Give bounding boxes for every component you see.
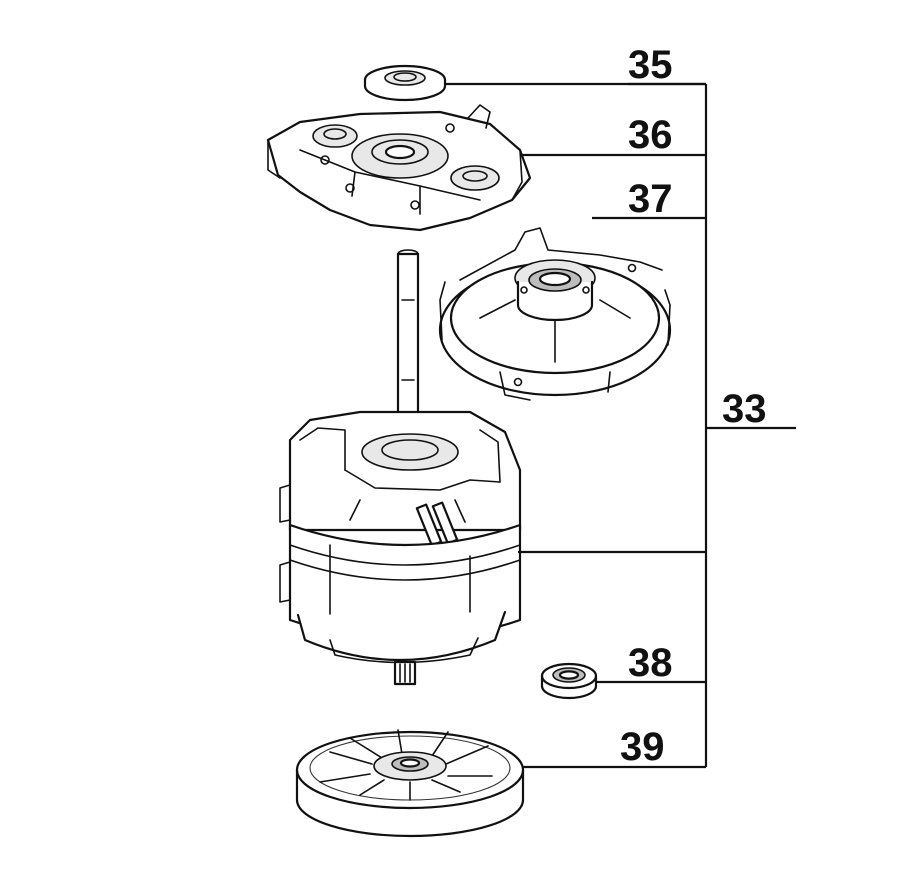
callout-labels: 35 36 37 33 38 39 (620, 43, 767, 769)
part-36-upper-housing (266, 104, 532, 232)
callout-35: 35 (628, 43, 673, 87)
part-33-motor-body (279, 249, 522, 686)
callout-36: 36 (628, 113, 673, 157)
callout-39: 39 (620, 725, 665, 769)
leader-lines (445, 82, 796, 769)
callout-38: 38 (628, 641, 673, 685)
part-37-bearing-bracket (438, 227, 672, 401)
callout-37: 37 (628, 177, 673, 221)
part-39-fan (295, 729, 525, 838)
part-35-washer (363, 64, 447, 102)
callout-33: 33 (722, 387, 767, 431)
part-38-bearing (540, 662, 598, 700)
